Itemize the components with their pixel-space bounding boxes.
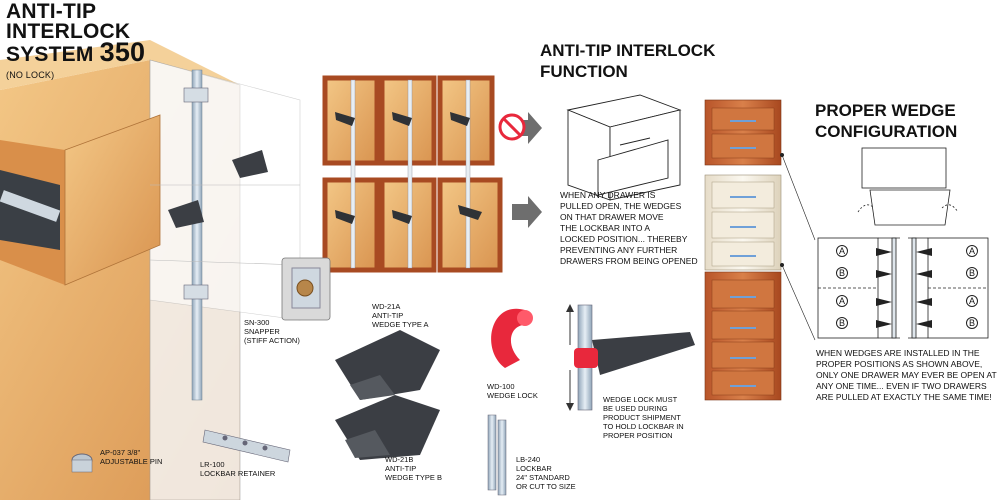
note-line: WEDGE LOCK MUST <box>603 395 678 404</box>
label-wd100: WD-100 WEDGE LOCK <box>487 382 538 400</box>
config-label-right-b2: B <box>966 317 979 329</box>
config-label: B <box>966 267 979 279</box>
label-wedgelock-note: WEDGE LOCK MUST BE USED DURING PRODUCT S… <box>603 395 684 440</box>
function-desc-line: DRAWERS FROM BEING OPENED <box>560 256 698 266</box>
part-desc: WEDGE TYPE A <box>372 320 429 329</box>
function-desc-line: WHEN ANY DRAWER IS <box>560 190 656 200</box>
config-label-left-a1: A <box>836 245 849 257</box>
part-desc: WEDGE LOCK <box>487 391 538 400</box>
part-ap037-graphic <box>71 453 93 473</box>
function-heading-line1: ANTI-TIP INTERLOCK <box>540 41 716 60</box>
config-label: A <box>836 245 849 257</box>
config-label: B <box>836 317 849 329</box>
part-desc: SNAPPER <box>244 327 280 336</box>
note-line: PRODUCT SHIPMENT <box>603 413 681 422</box>
part-wd100-graphic <box>491 308 533 368</box>
wedge-config-desc-line: WHEN WEDGES ARE INSTALLED IN THE <box>816 348 980 358</box>
part-desc: (STIFF ACTION) <box>244 336 300 345</box>
part-sn300-graphic <box>281 257 331 321</box>
part-lb240-graphic <box>487 414 507 496</box>
part-code: SN-300 <box>244 318 270 327</box>
title-number: 350 <box>99 37 146 67</box>
part-desc: LOCKBAR <box>516 464 552 473</box>
title-sub: (NO LOCK) <box>6 70 55 80</box>
title-line1: ANTI-TIP <box>6 0 97 23</box>
part-desc: 24" STANDARD <box>516 473 570 482</box>
part-desc: WEDGE TYPE B <box>385 473 442 482</box>
label-wd21a: WD-21A ANTI-TIP WEDGE TYPE A <box>372 302 429 329</box>
part-code: LR-100 <box>200 460 225 469</box>
part-code: AP-037 3/8" <box>100 448 141 457</box>
config-label-right-b1: B <box>966 267 979 279</box>
config-label: B <box>836 267 849 279</box>
function-description: WHEN ANY DRAWER IS PULLED OPEN, THE WEDG… <box>560 190 698 267</box>
config-label-left-b2: B <box>836 317 849 329</box>
part-desc: OR CUT TO SIZE <box>516 482 576 491</box>
label-wd21b: WD-21B ANTI-TIP WEDGE TYPE B <box>385 455 442 482</box>
config-label: B <box>966 317 979 329</box>
note-line: BE USED DURING <box>603 404 668 413</box>
wedge-config-description: WHEN WEDGES ARE INSTALLED IN THE PROPER … <box>816 348 997 403</box>
label-ap037: AP-037 3/8" ADJUSTABLE PIN <box>100 448 162 466</box>
cabinet-cutaway <box>0 40 301 500</box>
outline-cabinet <box>566 94 682 201</box>
note-line: TO HOLD LOCKBAR IN <box>603 422 684 431</box>
config-label: A <box>836 295 849 307</box>
label-lr100: LR-100 LOCKBAR RETAINER <box>200 460 275 478</box>
function-heading: ANTI-TIP INTERLOCK FUNCTION <box>540 40 715 82</box>
part-code: LB-240 <box>516 455 541 464</box>
wedge-config-desc-line: ANY ONE TIME... EVEN IF TWO DRAWERS <box>816 381 987 391</box>
cabinet-stack <box>704 99 816 401</box>
part-lockbar-closeup <box>566 304 695 411</box>
part-desc: ANTI-TIP <box>372 311 404 320</box>
function-desc-line: PULLED OPEN, THE WEDGES <box>560 201 682 211</box>
wedge-config-desc-line: PROPER POSITIONS AS SHOWN ABOVE, <box>816 359 983 369</box>
part-code: WD-100 <box>487 382 515 391</box>
title-line2: INTERLOCK <box>6 20 131 43</box>
wedge-config-heading: PROPER WEDGE CONFIGURATION <box>815 100 957 142</box>
part-lr100-graphic <box>202 429 291 463</box>
wedge-config-heading-line2: CONFIGURATION <box>815 122 958 141</box>
config-label-left-b1: B <box>836 267 849 279</box>
function-desc-line: PREVENTING ANY FURTHER <box>560 245 678 255</box>
page-title: ANTI-TIP INTERLOCK SYSTEM 350 (NO LOCK) <box>6 0 145 85</box>
title-line3: SYSTEM 350 <box>6 39 145 66</box>
function-desc-line: THE LOCKBAR INTO A <box>560 223 651 233</box>
label-lb240: LB-240 LOCKBAR 24" STANDARD OR CUT TO SI… <box>516 455 576 491</box>
part-desc: ADJUSTABLE PIN <box>100 457 163 466</box>
part-code: WD-21B <box>385 455 414 464</box>
part-desc: LOCKBAR RETAINER <box>200 469 276 478</box>
title-system: SYSTEM <box>6 43 94 66</box>
wedge-config-desc-line: ONLY ONE DRAWER MAY EVER BE OPEN AT <box>816 370 997 380</box>
function-desc-line: LOCKED POSITION... THEREBY <box>560 234 688 244</box>
wedge-config-desc-line: ARE PULLED AT EXACTLY THE SAME TIME! <box>816 392 992 402</box>
function-panels <box>322 75 542 273</box>
function-desc-line: ON THAT DRAWER MOVE <box>560 212 664 222</box>
part-wd21a-graphic <box>335 330 440 400</box>
config-label: A <box>966 245 979 257</box>
config-wedges <box>876 248 932 328</box>
wedge-config-heading-line1: PROPER WEDGE <box>815 101 956 120</box>
note-line: PROPER POSITION <box>603 431 673 440</box>
config-label-left-a2: A <box>836 295 849 307</box>
label-sn300: SN-300 SNAPPER (STIFF ACTION) <box>244 318 300 345</box>
part-code: WD-21A <box>372 302 401 311</box>
config-label-right-a2: A <box>966 295 979 307</box>
config-label-right-a1: A <box>966 245 979 257</box>
config-diagram <box>817 147 989 339</box>
config-label: A <box>966 295 979 307</box>
part-wd21b-graphic <box>335 395 440 460</box>
function-heading-line2: FUNCTION <box>540 62 628 81</box>
part-desc: ANTI-TIP <box>385 464 417 473</box>
